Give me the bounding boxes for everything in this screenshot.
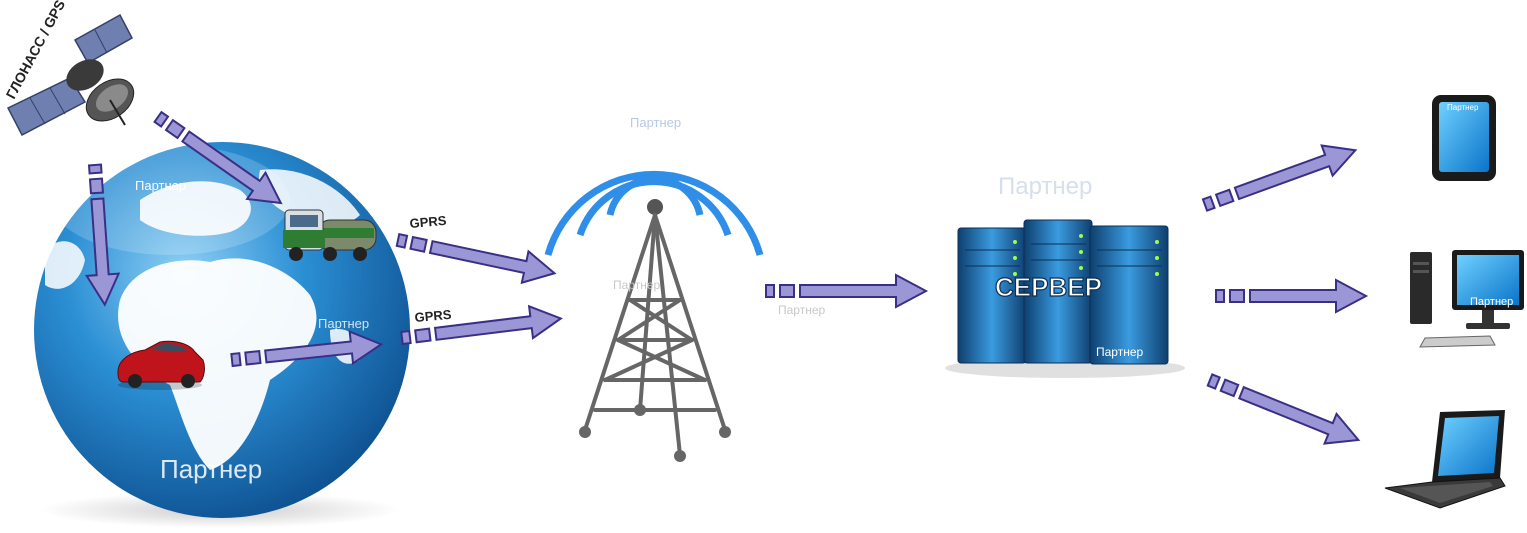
satellite-icon — [6, 13, 135, 137]
tower-icon — [544, 170, 764, 462]
laptop-icon — [1384, 410, 1506, 509]
watermark-globe-mid: Партнер — [318, 316, 369, 331]
desktop-icon — [1410, 250, 1524, 348]
watermark-globe-top: Партнер — [135, 178, 186, 193]
watermark-tablet: Партнер — [1447, 103, 1479, 112]
watermark-tower-mid: Партнер — [613, 278, 661, 292]
server-icon — [945, 219, 1185, 378]
gprs-label-bottom: GPRS — [414, 307, 452, 325]
watermark-globe-bottom: Партнер — [160, 454, 262, 484]
gprs-label-top: GPRS — [409, 213, 447, 231]
server-label: СЕРВЕР — [995, 272, 1102, 302]
watermark-tower-top: Партнер — [630, 115, 681, 130]
truck-icon — [283, 209, 377, 261]
arrows — [84, 110, 1369, 445]
watermark-desktop: Партнер — [1470, 296, 1513, 308]
car-icon — [117, 340, 205, 390]
tablet-icon — [1432, 95, 1496, 181]
watermark-tower-arrow: Партнер — [778, 303, 826, 317]
watermark-server-bottom: Партнер — [1096, 345, 1144, 359]
watermark-server-top: Партнер — [998, 173, 1092, 200]
